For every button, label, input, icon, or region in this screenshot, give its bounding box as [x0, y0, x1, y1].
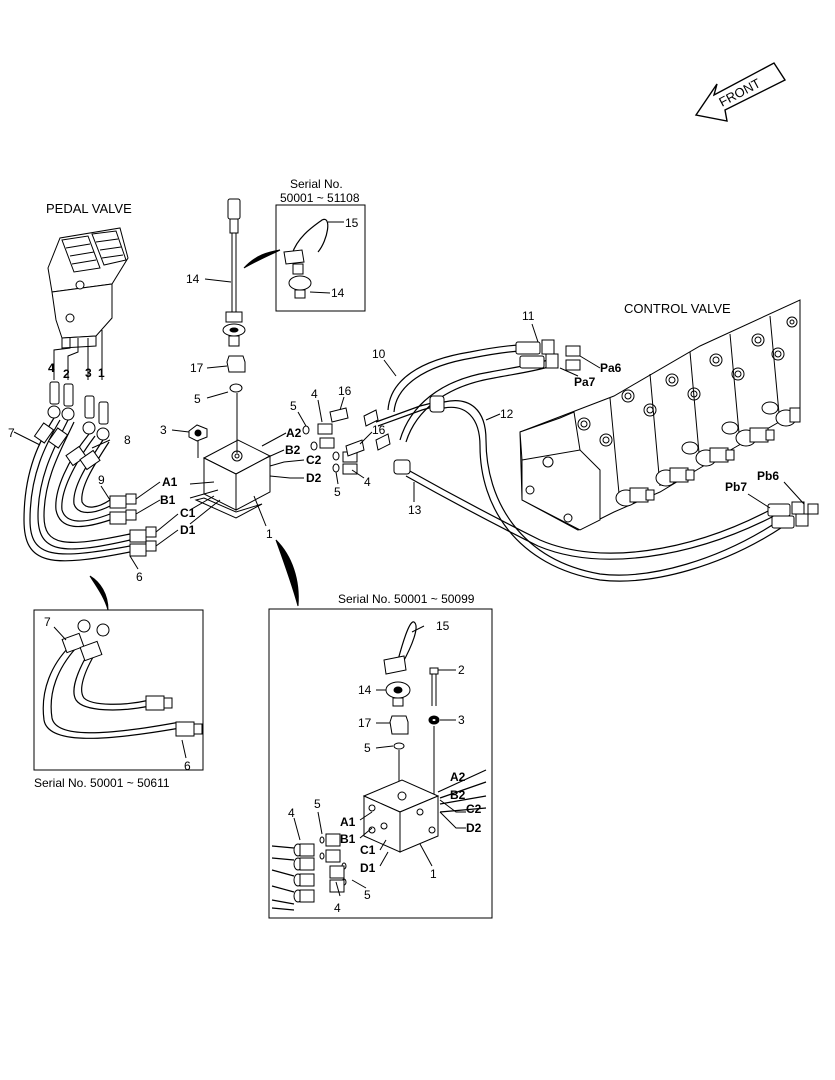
port-a2: A2: [286, 426, 302, 440]
port-b2: B2: [285, 443, 301, 457]
inset-top-serial-1: Serial No.: [290, 177, 343, 191]
part-label-4b: 4: [364, 475, 371, 489]
inset-bottom-right: 15 2 14 3 17 5 4 5 4 5 1 A2 B2 C2 D2 A1 …: [268, 608, 493, 919]
port-label-2: 2: [63, 367, 70, 381]
port-d1: D1: [180, 523, 196, 537]
inset-br-port-c2: C2: [466, 802, 482, 816]
port-pa7: Pa7: [574, 375, 596, 389]
inset-br-label-5c: 5: [364, 888, 371, 902]
callout-pointer-right: [275, 539, 299, 607]
part-label-9: 9: [98, 473, 105, 487]
part-label-5a: 5: [290, 399, 297, 413]
inset-br-label-17: 17: [358, 716, 372, 730]
pedal-valve-drawing: [47, 227, 129, 349]
part-label-10: 10: [372, 347, 386, 361]
inset-top: Serial No. 50001 ~ 51108 15 14: [243, 177, 366, 312]
part-label-13: 13: [408, 503, 422, 517]
part-label-5-top: 5: [194, 392, 201, 406]
inset-br-label-4a: 4: [288, 806, 295, 820]
part-label-1: 1: [266, 527, 273, 541]
part-label-4a: 4: [311, 387, 318, 401]
pedal-valve-hoses: [23, 417, 157, 562]
part-label-16b: 16: [372, 423, 386, 437]
inset-top-label-15: 15: [345, 216, 359, 230]
inset-br-label-1: 1: [430, 867, 437, 881]
inset-br-port-a2: A2: [450, 770, 466, 784]
inset-br-label-2: 2: [458, 663, 465, 677]
inset-top-label-14: 14: [331, 286, 345, 300]
part-label-11: 11: [522, 309, 535, 323]
part-label-7: 7: [8, 426, 15, 440]
port-c2: C2: [306, 453, 322, 467]
control-valve-title: CONTROL VALVE: [624, 301, 731, 316]
part-label-3: 3: [160, 423, 167, 437]
part-label-8: 8: [124, 433, 131, 447]
fitting-17: [226, 355, 246, 373]
inset-br-port-a1: A1: [340, 815, 356, 829]
inset-bl-label-6: 6: [184, 759, 191, 773]
bolt-item-3: [188, 424, 208, 458]
callout-pointer-left: [89, 575, 109, 611]
port-d2: D2: [306, 471, 322, 485]
port-label-1: 1: [98, 366, 105, 380]
inset-br-label-5a: 5: [364, 741, 371, 755]
inset-br-port-b2: B2: [450, 788, 466, 802]
inset-bottom-left: 7 6: [33, 609, 204, 773]
port-label-4: 4: [48, 361, 55, 375]
port-pb7: Pb7: [725, 480, 747, 494]
pressure-switch-14: [222, 198, 246, 347]
port-c1: C1: [180, 506, 196, 520]
port-a1: A1: [162, 475, 178, 489]
inset-br-label-4b: 4: [334, 901, 341, 915]
inset-br-port-b1: B1: [340, 832, 356, 846]
part-label-17: 17: [190, 361, 204, 375]
inset-bottom-right-serial: Serial No. 50001 ~ 50099: [338, 592, 475, 606]
pedal-valve-title: PEDAL VALVE: [46, 201, 132, 216]
manifold-right-fittings: [302, 407, 391, 475]
port-pa6: Pa6: [600, 361, 622, 375]
inset-bottom-left-serial: Serial No. 50001 ~ 50611: [34, 776, 170, 790]
inset-br-label-15: 15: [436, 619, 450, 633]
inset-br-port-d1: D1: [360, 861, 376, 875]
inset-bl-label-7: 7: [44, 615, 51, 629]
inset-br-port-c1: C1: [360, 843, 376, 857]
pedal-valve-ports: 4 2 3 1: [47, 330, 110, 441]
main-hoses: [375, 339, 819, 582]
part-label-16a: 16: [338, 384, 352, 398]
port-label-3: 3: [85, 366, 92, 380]
port-pb6: Pb6: [757, 469, 779, 483]
o-ring-5: [229, 383, 243, 393]
part-label-5b: 5: [334, 485, 341, 499]
part-label-14: 14: [186, 272, 200, 286]
inset-br-label-3: 3: [458, 713, 465, 727]
control-valve-drawing: [519, 299, 801, 531]
part-label-6: 6: [136, 570, 143, 584]
part-label-12: 12: [500, 407, 514, 421]
manifold-block: [189, 439, 272, 525]
front-direction-arrow: FRONT: [694, 62, 787, 122]
inset-br-port-d2: D2: [466, 821, 482, 835]
inset-br-label-14: 14: [358, 683, 372, 697]
port-b1: B1: [160, 493, 176, 507]
inset-br-label-5b: 5: [314, 797, 321, 811]
inset-top-serial-2: 50001 ~ 51108: [280, 191, 360, 205]
